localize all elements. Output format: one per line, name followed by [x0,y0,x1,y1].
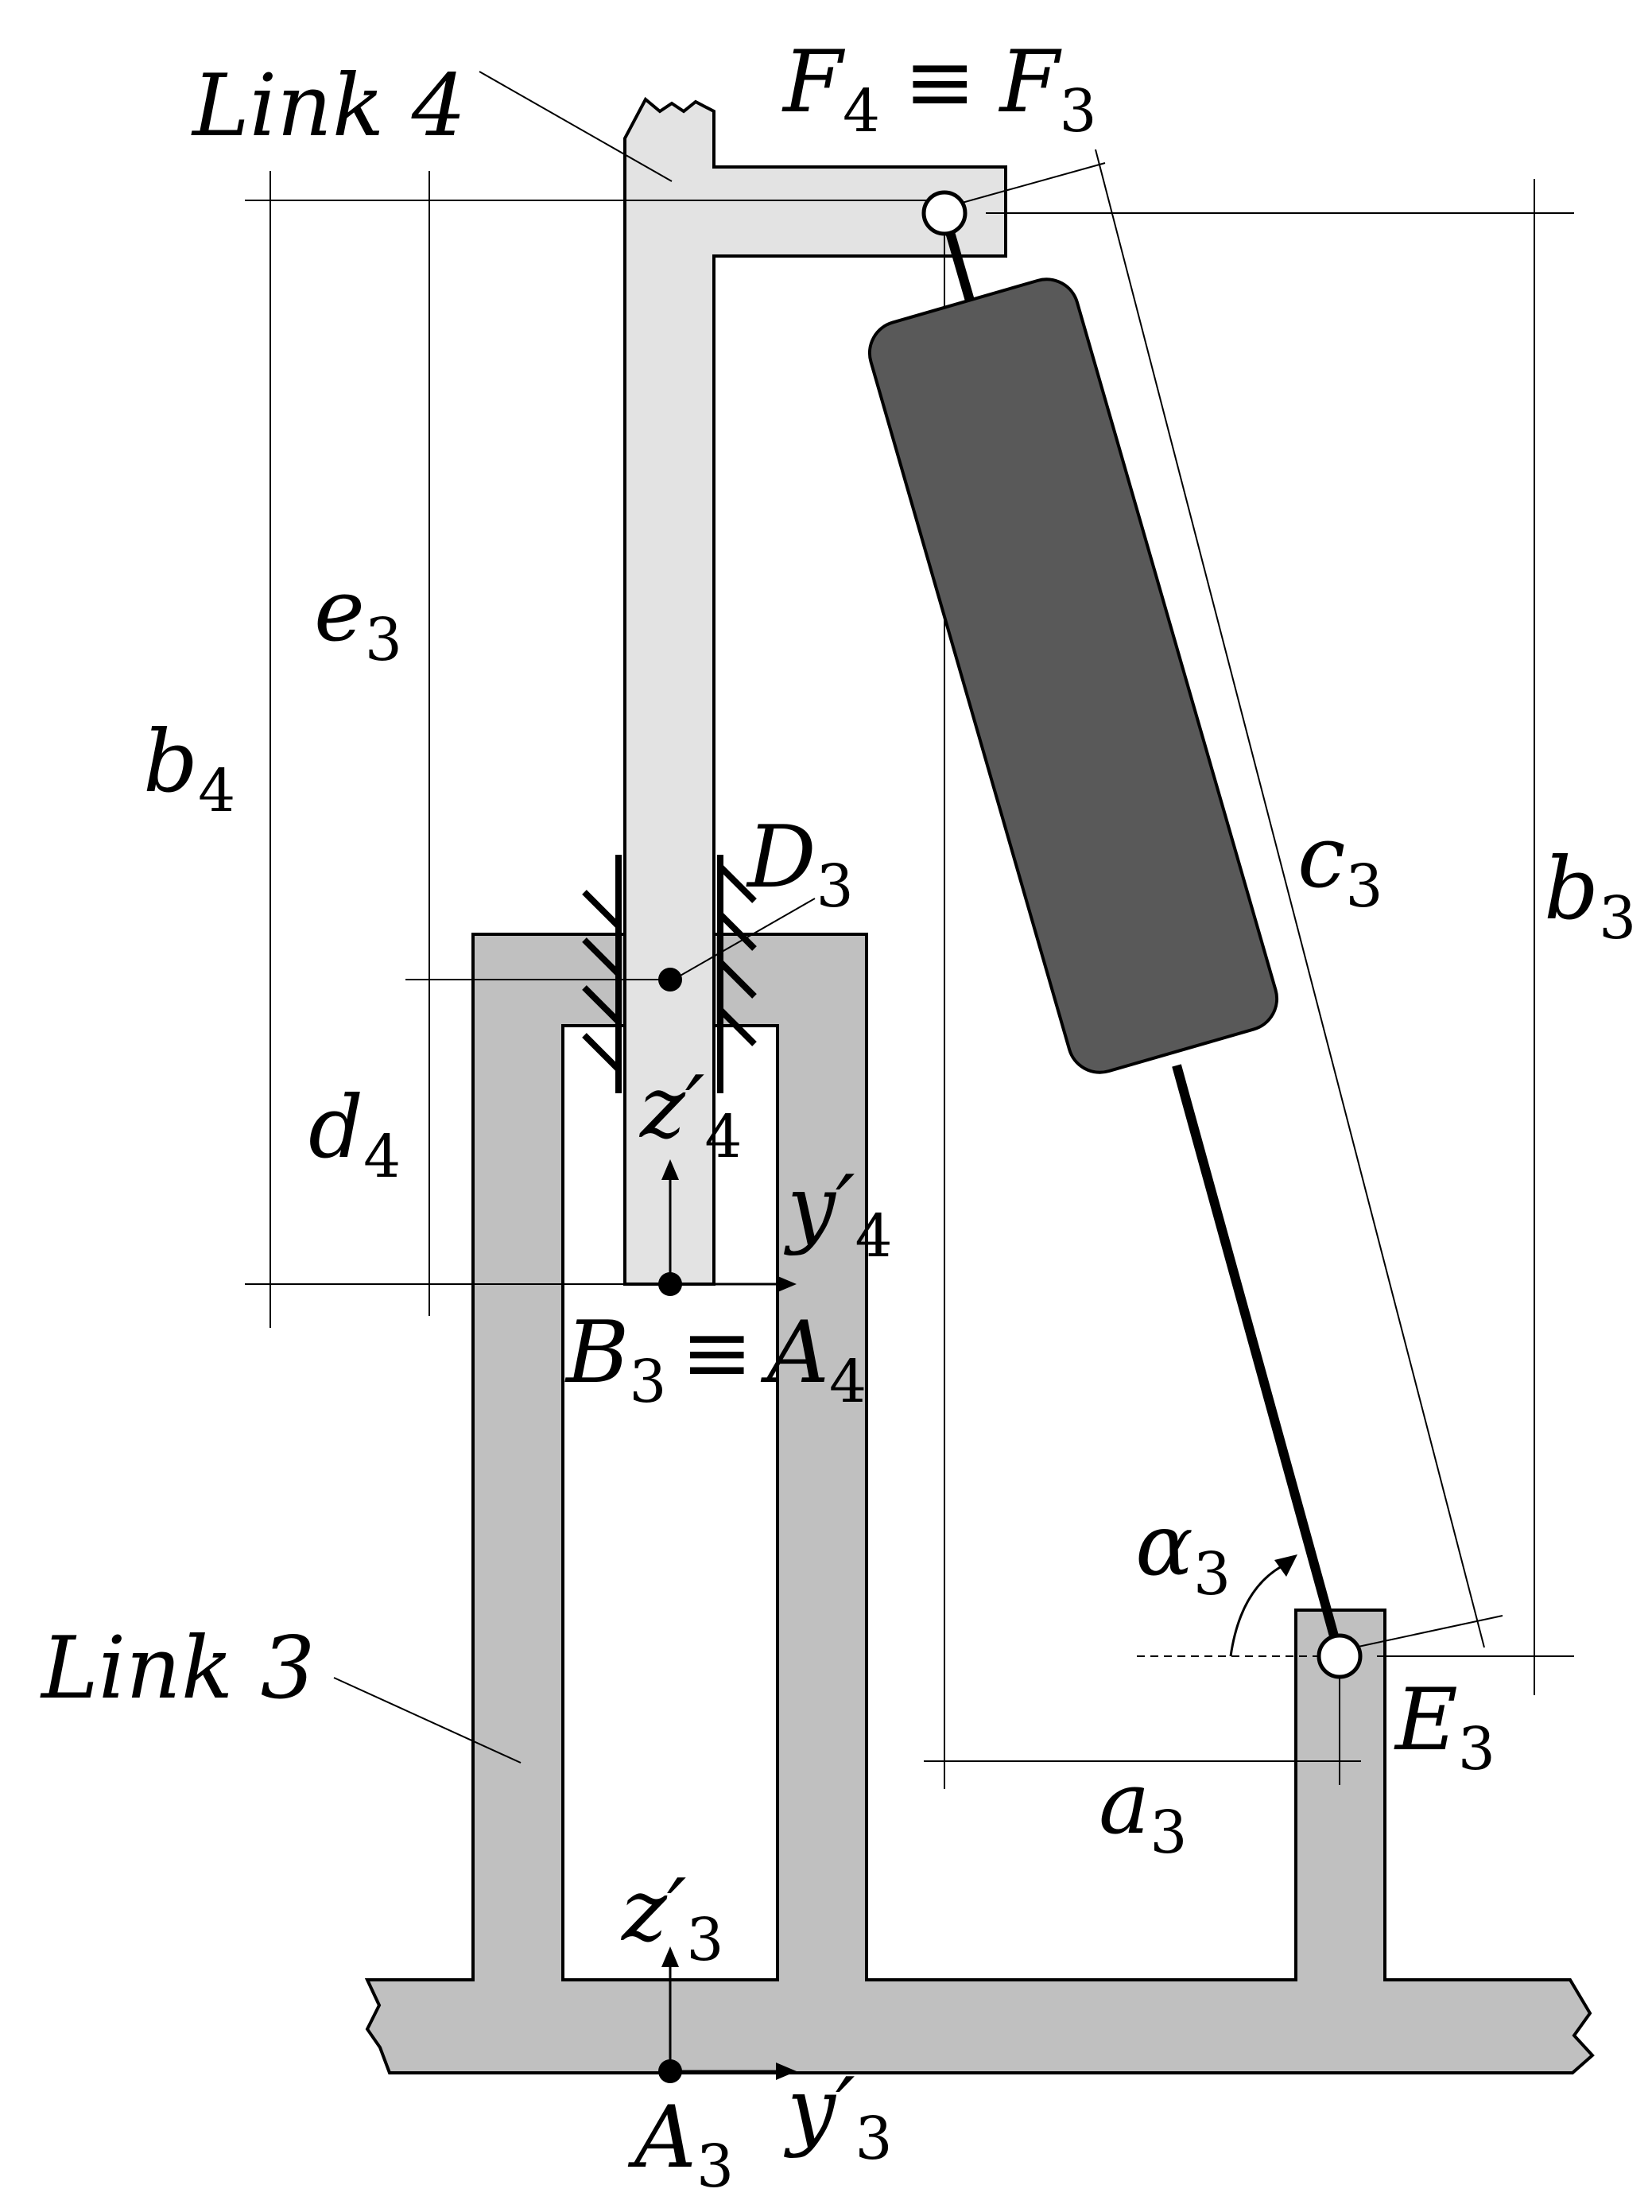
label-a3: a3 [1099,1754,1187,1867]
actuator-cylinder [867,277,1279,1074]
label-link3: Link 3 [40,1619,315,1718]
label-z4: z′4 [638,1058,743,1171]
label-D3: D3 [746,808,854,921]
label-b3: b3 [1544,840,1636,953]
joint-E3 [1317,1633,1363,1679]
label-d4: d4 [308,1078,401,1191]
joint-F3 [921,190,968,236]
prismatic-guide-hatching [582,855,757,1093]
label-A3: A3 [627,2088,734,2201]
label-alpha3: α3 [1135,1496,1231,1609]
alpha3-arc [1229,1565,1282,1657]
actuator-rod-lower [1172,1064,1344,1658]
link3-body [364,933,1595,2074]
label-c3: c3 [1297,808,1383,921]
label-link4: Link 4 [191,56,466,156]
label-z3: z′3 [620,1861,724,1974]
label-y3: y′3 [783,2060,893,2173]
alpha3-arrowhead [1274,1554,1297,1577]
label-e3: e3 [314,561,402,674]
label-E3: E3 [1394,1671,1495,1783]
label-B3-equiv-A4: B3≡A4 [564,1303,867,1416]
point-D3 [658,968,682,992]
label-F4-equiv-F3: F4≡F3 [781,33,1097,146]
link4-body [623,96,1007,1286]
label-b4: b4 [143,712,235,825]
frame-axes [661,1159,797,2080]
label-y4: y′4 [783,1158,893,1271]
